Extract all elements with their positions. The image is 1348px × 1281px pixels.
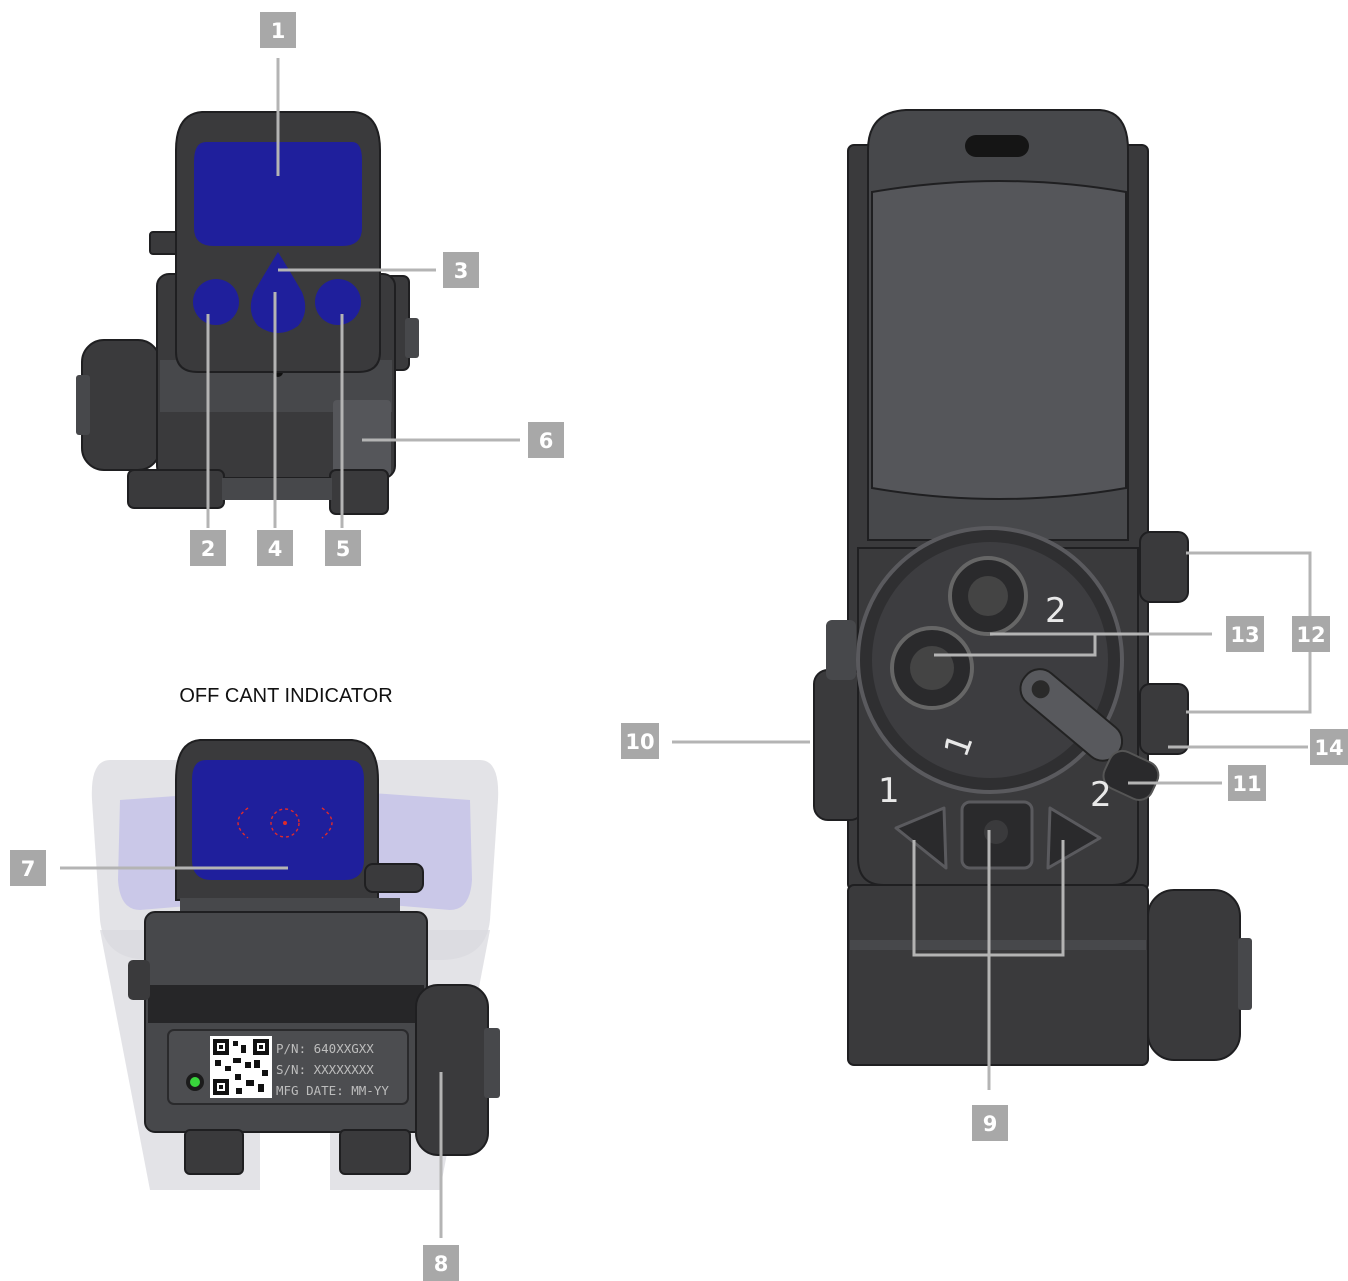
- leader-lines: [60, 58, 1312, 1238]
- callout-13: 13: [1226, 616, 1264, 652]
- callout-4: 4: [257, 530, 293, 566]
- svg-text:2: 2: [201, 537, 216, 561]
- svg-text:3: 3: [454, 259, 469, 283]
- qr-code: [210, 1036, 272, 1098]
- callout-9: 9: [972, 1105, 1008, 1141]
- svg-text:13: 13: [1230, 623, 1259, 647]
- dial-number-2: 2: [1045, 591, 1067, 631]
- callout-7: 7: [10, 850, 46, 886]
- callout-1: 1: [260, 12, 296, 48]
- rear-view-sight: 2 1 1 2: [813, 109, 1252, 1066]
- callout-8: 8: [423, 1245, 459, 1281]
- svg-text:12: 12: [1296, 623, 1325, 647]
- off-cant-indicator-caption: OFF CANT INDICATOR: [179, 685, 392, 707]
- svg-text:11: 11: [1232, 772, 1261, 796]
- svg-text:10: 10: [625, 730, 654, 754]
- svg-text:14: 14: [1314, 736, 1343, 760]
- callout-6: 6: [528, 422, 564, 458]
- button-number-1: 1: [878, 771, 900, 811]
- button-number-2: 2: [1090, 775, 1112, 815]
- status-led-icon: [190, 1077, 200, 1087]
- svg-text:8: 8: [434, 1252, 449, 1276]
- off-cant-view-sight: P/N: 640XXGXX S/N: XXXXXXXX MFG DATE: MM…: [91, 739, 500, 1190]
- callout-5: 5: [325, 530, 361, 566]
- callout-12: 12: [1292, 616, 1330, 652]
- mfg-date-label: MFG DATE: MM-YY: [276, 1083, 389, 1098]
- callout-2: 2: [190, 530, 226, 566]
- svg-text:6: 6: [539, 429, 554, 453]
- callout-3: 3: [443, 252, 479, 288]
- callout-14: 14: [1310, 729, 1348, 765]
- serial-number-label: S/N: XXXXXXXX: [276, 1062, 374, 1077]
- svg-text:9: 9: [983, 1112, 998, 1136]
- callout-11: 11: [1228, 765, 1266, 801]
- callout-10: 10: [621, 723, 659, 759]
- svg-text:7: 7: [21, 857, 36, 881]
- svg-text:1: 1: [271, 19, 286, 43]
- svg-text:5: 5: [336, 537, 351, 561]
- part-number-label: P/N: 640XXGXX: [276, 1041, 374, 1056]
- svg-text:4: 4: [268, 537, 283, 561]
- front-view-sight: [76, 111, 419, 515]
